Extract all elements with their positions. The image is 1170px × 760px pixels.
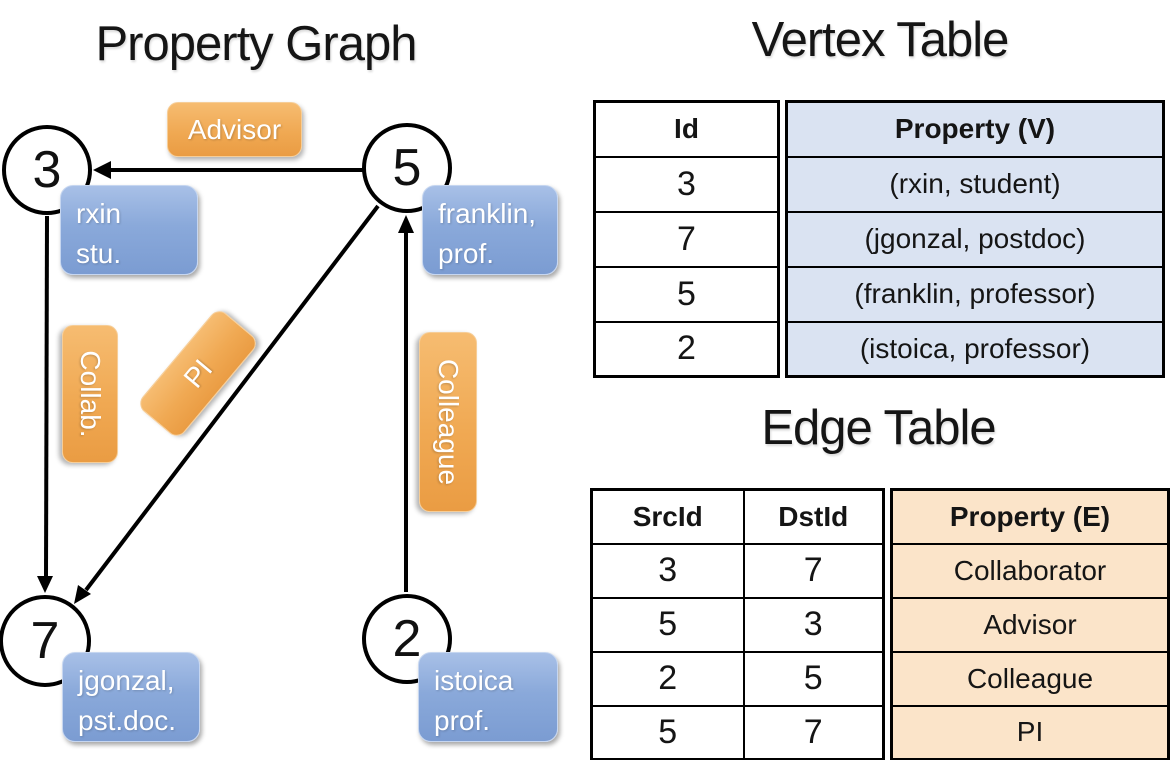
edge-dstid-header: DstId bbox=[742, 488, 885, 545]
table-row: 3 bbox=[593, 155, 780, 213]
edge-pi-5-to-7 bbox=[74, 204, 380, 604]
edge-srcid-cell: 5 bbox=[590, 596, 745, 653]
property-graph-title: Property Graph bbox=[95, 17, 418, 71]
vertex-prop-line1: franklin, bbox=[438, 198, 537, 229]
edge-srcid-header: SrcId bbox=[590, 488, 745, 545]
vertex-prop-line2: prof. bbox=[438, 237, 495, 269]
table-row: Property (V) bbox=[785, 100, 1165, 158]
graph-edges-svg bbox=[37, 161, 414, 604]
table-row: (jgonzal, postdoc) bbox=[785, 210, 1165, 268]
table-row: 2 5 bbox=[590, 650, 885, 707]
table-row: Advisor bbox=[890, 596, 1170, 653]
vertex-prop-line2: pst.doc. bbox=[78, 704, 177, 736]
edge-table-id-columns: SrcId DstId 3 7 5 3 2 5 5 7 bbox=[590, 488, 885, 760]
edge-srcid-cell: 5 bbox=[590, 704, 745, 760]
vertex-node-2: 2 bbox=[362, 594, 452, 684]
edge-dstid-cell: 3 bbox=[742, 596, 885, 653]
vertex-property-cell: (franklin, professor) bbox=[785, 265, 1165, 323]
vertex-id-cell: 5 bbox=[593, 265, 780, 323]
edge-advisor-5-to-3 bbox=[93, 161, 365, 179]
edge-dstid-cell: 7 bbox=[742, 542, 885, 599]
edge-property-cell: Colleague bbox=[890, 650, 1170, 707]
vertex-prop-line1: istoica bbox=[434, 665, 514, 696]
vertex-prop-line2: stu. bbox=[76, 237, 122, 269]
vertex-id-cell: 7 bbox=[593, 210, 780, 268]
edge-srcid-cell: 2 bbox=[590, 650, 745, 707]
edge-property-cell: Collaborator bbox=[890, 542, 1170, 599]
table-row: (rxin, student) bbox=[785, 155, 1165, 213]
vertex-property-cell: (istoica, professor) bbox=[785, 320, 1165, 378]
vertex-prop-box-istoica: istoica prof. bbox=[418, 652, 558, 742]
table-row: PI bbox=[890, 704, 1170, 760]
vertex-table-id-column: Id 3 7 5 2 bbox=[593, 100, 780, 378]
edge-label-colleague: Colleague bbox=[419, 332, 477, 512]
table-row: 5 bbox=[593, 265, 780, 323]
edge-property-cell: PI bbox=[890, 704, 1170, 760]
edge-srcid-cell: 3 bbox=[590, 542, 745, 599]
table-row: 2 bbox=[593, 320, 780, 378]
table-row: Collaborator bbox=[890, 542, 1170, 599]
table-row: 3 7 bbox=[590, 542, 885, 599]
edge-label-advisor: Advisor bbox=[167, 102, 302, 157]
edge-dstid-cell: 7 bbox=[742, 704, 885, 760]
vertex-prop-line1: rxin bbox=[76, 198, 122, 229]
edge-dstid-cell: 5 bbox=[742, 650, 885, 707]
vertex-id-header: Id bbox=[593, 100, 780, 158]
table-row: (istoica, professor) bbox=[785, 320, 1165, 378]
edge-label-collab: Collab. bbox=[62, 325, 118, 463]
edge-collab-3-to-7 bbox=[37, 215, 53, 593]
table-row: (franklin, professor) bbox=[785, 265, 1165, 323]
edge-table-title: Edge Table bbox=[761, 401, 996, 455]
table-row: 5 3 bbox=[590, 596, 885, 653]
vertex-table: Id 3 7 5 2 Property (V) (rxin, student) … bbox=[593, 100, 1165, 378]
table-row: 7 bbox=[593, 210, 780, 268]
vertex-table-property-column: Property (V) (rxin, student) (jgonzal, p… bbox=[785, 100, 1165, 378]
table-row: Id bbox=[593, 100, 780, 158]
vertex-id-cell: 2 bbox=[593, 320, 780, 378]
edge-property-header: Property (E) bbox=[890, 488, 1170, 545]
vertex-property-cell: (rxin, student) bbox=[785, 155, 1165, 213]
table-row: Colleague bbox=[890, 650, 1170, 707]
edge-colleague-2-to-5 bbox=[398, 215, 414, 592]
vertex-prop-line1: jgonzal, bbox=[78, 665, 175, 696]
vertex-prop-box-franklin: franklin, prof. bbox=[422, 185, 558, 275]
table-row: SrcId DstId bbox=[590, 488, 885, 545]
vertex-prop-box-jgonzal: jgonzal, pst.doc. bbox=[62, 652, 200, 742]
table-row: Property (E) bbox=[890, 488, 1170, 545]
vertex-id-cell: 3 bbox=[593, 155, 780, 213]
edge-property-cell: Advisor bbox=[890, 596, 1170, 653]
edge-table-property-column: Property (E) Collaborator Advisor Collea… bbox=[890, 488, 1170, 760]
vertex-property-cell: (jgonzal, postdoc) bbox=[785, 210, 1165, 268]
vertex-prop-line2: prof. bbox=[434, 704, 491, 736]
vertex-prop-box-rxin: rxin stu. bbox=[60, 185, 198, 275]
vertex-table-title: Vertex Table bbox=[751, 13, 1010, 67]
table-row: 5 7 bbox=[590, 704, 885, 760]
vertex-property-header: Property (V) bbox=[785, 100, 1165, 158]
edge-table: SrcId DstId 3 7 5 3 2 5 5 7 Property (E)… bbox=[590, 488, 1170, 760]
